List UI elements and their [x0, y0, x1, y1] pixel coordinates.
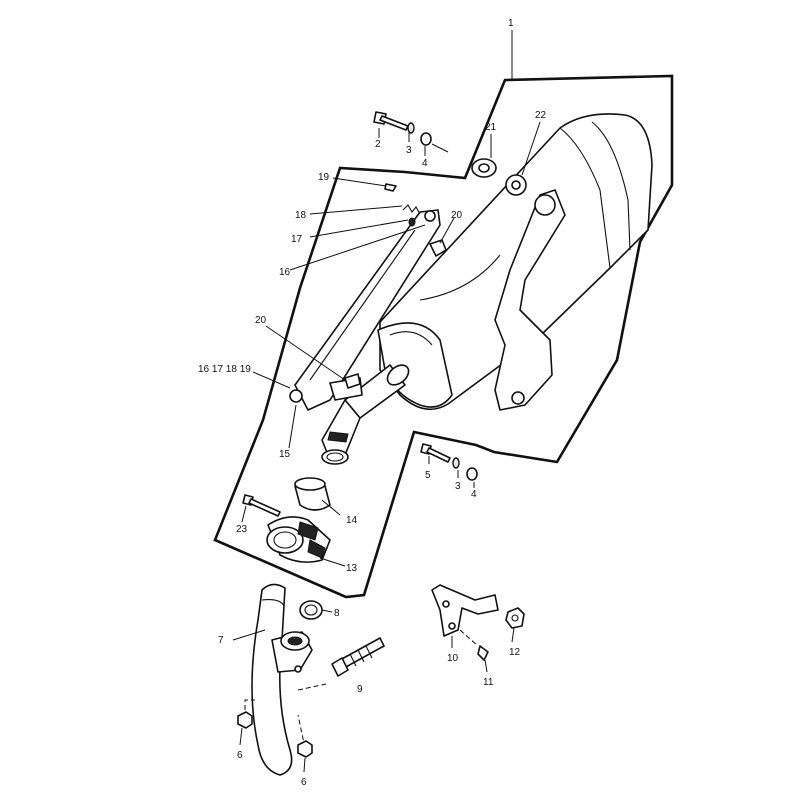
- callout-15-lower: 15: [279, 449, 291, 460]
- bolt-11: [477, 645, 489, 661]
- washer-3-lower: [452, 457, 460, 469]
- callout-9: 9: [357, 684, 363, 695]
- muffler: [321, 113, 653, 465]
- mounting-bracket: [289, 209, 441, 411]
- callout-1: 1: [508, 18, 514, 29]
- nut-6-right: [297, 740, 313, 758]
- gasket-14: [294, 477, 331, 511]
- oxygen-sensor-9: [331, 637, 385, 677]
- callout-12: 12: [509, 647, 521, 658]
- callout-23: 23: [236, 524, 248, 535]
- callout-4-top: 4: [422, 158, 428, 169]
- callout-20-top: 20: [451, 210, 463, 221]
- callout-18: 18: [295, 210, 307, 221]
- clip-20-top: [429, 239, 447, 257]
- spring-18: [402, 204, 421, 215]
- bushing-21: [471, 158, 497, 178]
- callout-14: 14: [346, 515, 358, 526]
- callout-7: 7: [218, 635, 224, 646]
- nut-6-left: [237, 711, 253, 729]
- callout-19: 19: [318, 172, 330, 183]
- gasket-8: [299, 600, 323, 620]
- callout-20-lower: 20: [255, 315, 267, 326]
- callout-13: 13: [346, 563, 358, 574]
- callout-4-lower: 4: [471, 489, 477, 500]
- callout-22: 22: [535, 110, 547, 121]
- bolt-2: [373, 111, 409, 131]
- bolt-23: [242, 494, 281, 517]
- callout-21: 21: [485, 122, 497, 133]
- callout-5: 5: [425, 470, 431, 481]
- callout-3-top: 3: [406, 145, 412, 156]
- bracket-10: [431, 584, 499, 637]
- callout-16: 16: [279, 267, 291, 278]
- callout-10: 10: [447, 653, 459, 664]
- callout-11: 11: [483, 677, 494, 688]
- callout-6-right: 6: [301, 777, 307, 788]
- callout-8: 8: [334, 608, 340, 619]
- nut-4-lower: [466, 467, 478, 481]
- washer-17: [408, 217, 416, 227]
- callout-2: 2: [375, 139, 381, 150]
- washer-3-top: [407, 122, 415, 134]
- exhaust-pipe-7: [251, 583, 313, 776]
- bushing-22: [505, 174, 527, 196]
- clamp-13: [266, 516, 331, 563]
- callout-16-17-18-19: 16 17 18 19: [198, 364, 251, 375]
- clip-20-lower: [344, 373, 361, 389]
- bolt-19-top: [384, 183, 397, 192]
- callout-17: 17: [291, 234, 303, 245]
- callout-6-left: 6: [237, 750, 243, 761]
- nut-4-top: [420, 132, 432, 146]
- nut-12: [505, 607, 525, 629]
- bolt-5: [420, 443, 451, 463]
- callout-3-lower: 3: [455, 481, 461, 492]
